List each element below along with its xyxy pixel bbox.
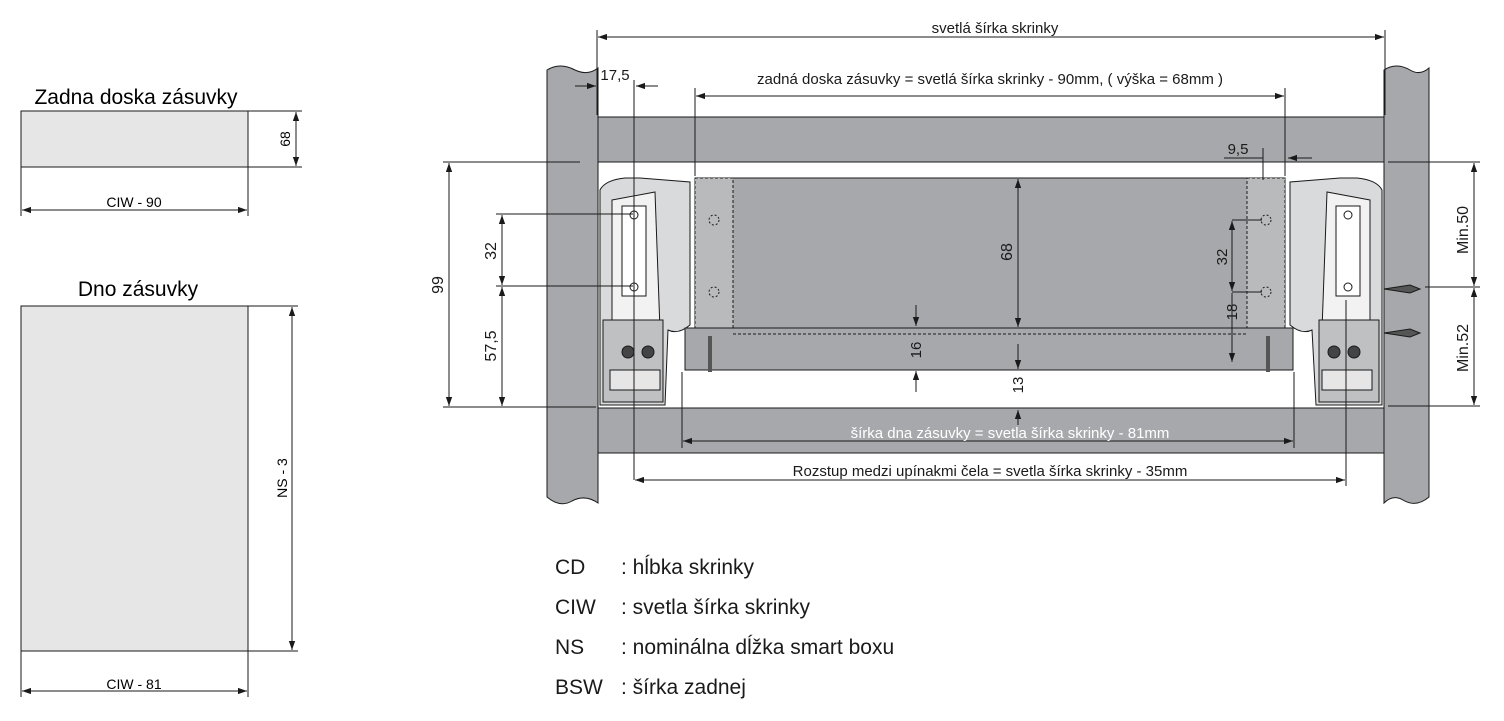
bottom-width-formula-label: šírka dna zásuvky = svetla šírka skrinky… <box>851 425 1170 442</box>
main-dimension-labels: svetlá šírka skrinky zadná doska zásuvky… <box>430 20 1472 480</box>
left-cabinet-side <box>546 65 599 505</box>
back-board-formula-label: zadná doska zásuvky = svetlá šírka skrin… <box>757 71 1223 88</box>
legend-key: CD <box>555 556 586 579</box>
drawer-bottom-length-label: NS - 3 <box>274 458 290 498</box>
dim-min50-label: Min.50 <box>1455 206 1472 254</box>
abbreviation-legend: CD : hĺbka skrinky CIW : svetla šírka sk… <box>555 548 894 708</box>
drawer-back-board <box>684 177 1294 372</box>
dim-32-right-label: 32 <box>1214 249 1231 266</box>
dim-99-label: 99 <box>430 276 447 294</box>
cabinet-width-label: svetlá šírka skrinky <box>932 20 1059 37</box>
dim-18-label: 18 <box>1224 304 1241 321</box>
dim-min52-label: Min.52 <box>1455 324 1472 372</box>
cabinet-section <box>546 65 1430 505</box>
bottom-shelf <box>597 407 1385 454</box>
dim-9-5-label: 9,5 <box>1228 141 1249 158</box>
back-board-height-label: 68 <box>277 131 293 147</box>
back-board-title: Zadna doska zásuvky <box>34 86 238 109</box>
drawer-bottom-title: Dno zásuvky <box>78 278 199 301</box>
legend-key: CIW <box>555 596 596 619</box>
back-board-detail: Zadna doska zásuvky CIW - 90 68 <box>20 86 302 216</box>
legend-text: : nominálna dĺžka smart boxu <box>621 636 895 659</box>
legend-text: : svetla šírka skrinky <box>621 596 811 619</box>
back-board-width-label: CIW - 90 <box>106 194 161 210</box>
legend-row-ciw: CIW : svetla šírka skrinky <box>555 588 894 628</box>
drawer-bottom-width-label: CIW - 81 <box>106 676 161 692</box>
dim-13-label: 13 <box>1010 377 1027 394</box>
top-shelf <box>597 116 1385 163</box>
dim-32-left-label: 32 <box>483 242 500 260</box>
legend-key: BSW <box>555 676 603 699</box>
legend-row-cd: CD : hĺbka skrinky <box>555 548 894 588</box>
legend-row-bsw: BSW : šírka zadnej <box>555 668 894 708</box>
dim-17-5-label: 17,5 <box>600 67 629 84</box>
drawer-bottom-detail: Dno zásuvky CIW - 81 NS - 3 <box>20 278 298 697</box>
legend-text: : hĺbka skrinky <box>621 556 755 579</box>
back-board-shape <box>20 110 249 168</box>
left-runner <box>599 177 691 406</box>
drawer-bottom-shape <box>20 305 249 652</box>
dim-68-label: 68 <box>999 243 1016 261</box>
legend-key: NS <box>555 636 585 659</box>
dim-16-label: 16 <box>908 342 925 359</box>
front-clamp-formula-label: Rozstup medzi upínakmi čela = svetla šír… <box>793 463 1188 480</box>
legend-text: : šírka zadnej <box>621 676 746 699</box>
dim-57-5-label: 57,5 <box>483 330 500 361</box>
main-dimensions <box>443 30 1480 486</box>
right-runner <box>1289 177 1422 406</box>
legend-row-ns: NS : nominálna dĺžka smart boxu <box>555 628 894 668</box>
right-cabinet-side <box>1383 65 1430 505</box>
